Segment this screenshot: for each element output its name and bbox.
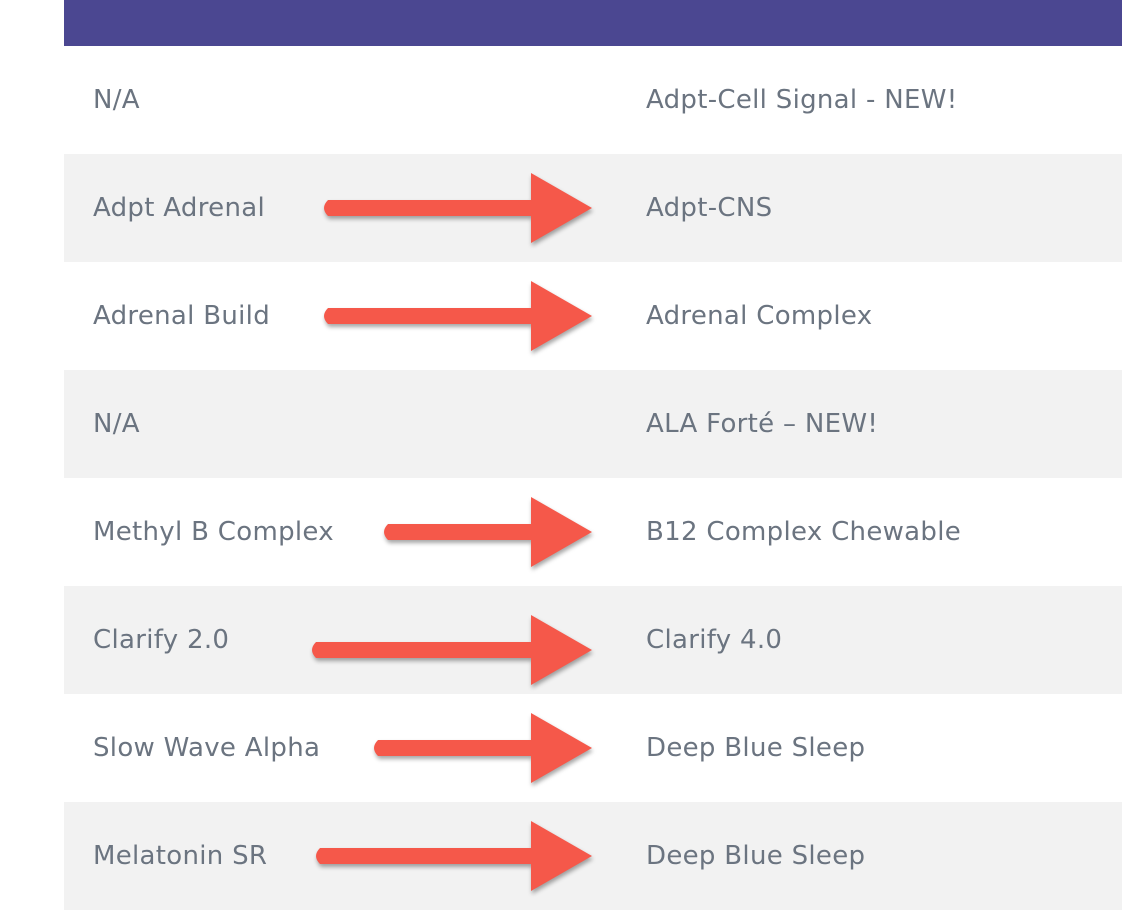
new-product-cell: Clarify 4.0 <box>646 625 783 655</box>
old-product-cell: Adrenal Build <box>93 301 271 331</box>
old-product-cell: Methyl B Complex <box>93 517 334 547</box>
table-row: Adpt Adrenal Adpt-CNS <box>64 154 1122 262</box>
new-product-cell: ALA Forté – NEW! <box>646 409 879 439</box>
new-product-cell: Adrenal Complex <box>646 301 873 331</box>
table-row: Clarify 2.0 Clarify 4.0 <box>64 586 1122 694</box>
right-arrow-icon <box>384 497 592 567</box>
new-product-cell: B12 Complex Chewable <box>646 517 962 547</box>
table-row: Slow Wave Alpha Deep Blue Sleep <box>64 694 1122 802</box>
new-product-cell: Adpt-CNS <box>646 193 773 223</box>
old-product-cell: Adpt Adrenal <box>93 193 265 223</box>
right-arrow-icon <box>324 173 592 243</box>
table-header-bar <box>64 0 1122 46</box>
old-product-cell: N/A <box>93 85 140 115</box>
new-product-cell: Deep Blue Sleep <box>646 733 866 763</box>
old-product-cell: Slow Wave Alpha <box>93 733 321 763</box>
table-row: Melatonin SR Deep Blue Sleep <box>64 802 1122 910</box>
table-row: N/A Adpt-Cell Signal - NEW! <box>64 46 1122 154</box>
right-arrow-icon <box>316 821 592 891</box>
new-product-cell: Deep Blue Sleep <box>646 841 866 871</box>
old-product-cell: N/A <box>93 409 140 439</box>
new-product-cell: Adpt-Cell Signal - NEW! <box>646 85 958 115</box>
right-arrow-icon <box>324 281 592 351</box>
product-mapping-table: N/A Adpt-Cell Signal - NEW! Adpt Adrenal… <box>64 0 1122 910</box>
old-product-cell: Clarify 2.0 <box>93 625 230 655</box>
table-row: Adrenal Build Adrenal Complex <box>64 262 1122 370</box>
table-row: Methyl B Complex B12 Complex Chewable <box>64 478 1122 586</box>
old-product-cell: Melatonin SR <box>93 841 268 871</box>
right-arrow-icon <box>312 615 592 685</box>
right-arrow-icon <box>374 713 592 783</box>
table-row: N/A ALA Forté – NEW! <box>64 370 1122 478</box>
